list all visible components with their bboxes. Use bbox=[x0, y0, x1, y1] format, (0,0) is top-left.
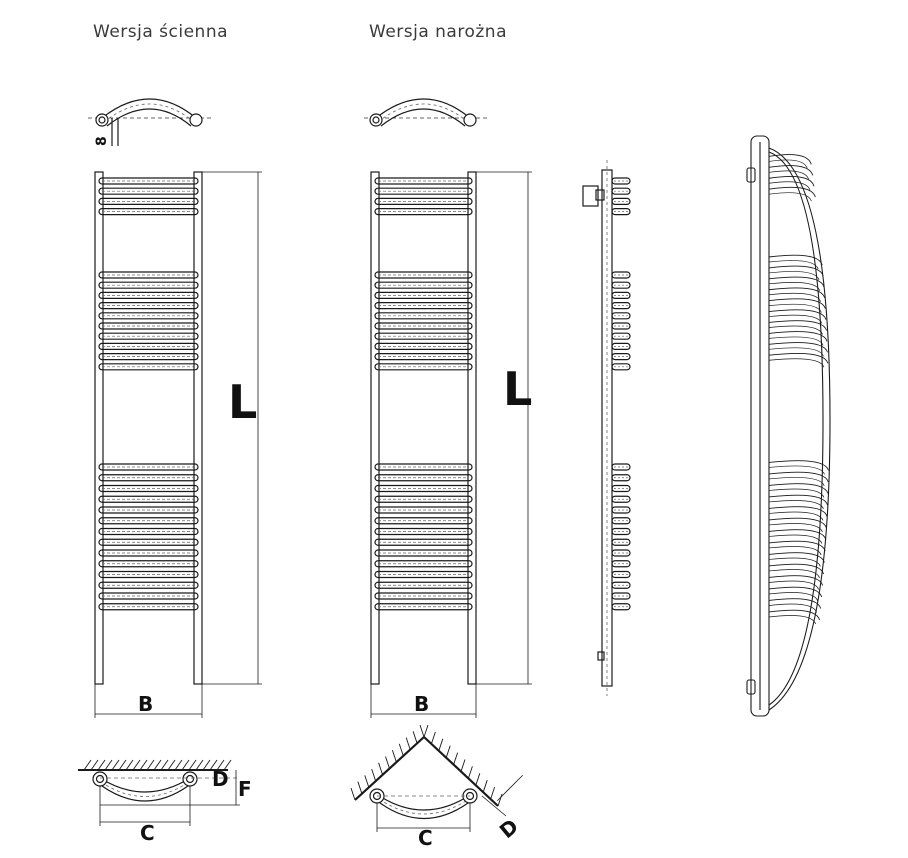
rung bbox=[98, 603, 199, 611]
rung bbox=[374, 322, 473, 330]
rung bbox=[374, 506, 473, 514]
rung bbox=[374, 527, 473, 536]
rung bbox=[374, 517, 473, 525]
rung bbox=[374, 538, 473, 546]
rung bbox=[98, 342, 199, 350]
rung bbox=[374, 312, 473, 320]
side-view bbox=[582, 160, 631, 696]
rung bbox=[98, 560, 199, 568]
wall-length-label: L bbox=[228, 375, 257, 429]
rung bbox=[374, 603, 473, 611]
rung bbox=[374, 302, 473, 310]
rung bbox=[98, 474, 199, 482]
rung bbox=[98, 177, 199, 185]
wall-front-view bbox=[94, 171, 262, 718]
rung bbox=[98, 570, 199, 579]
rung bbox=[98, 271, 199, 279]
rung bbox=[374, 560, 473, 568]
wall-rungs bbox=[98, 177, 199, 611]
corner-length-label: L bbox=[503, 362, 532, 416]
rung bbox=[98, 484, 199, 493]
corner-distance-label: D bbox=[495, 814, 523, 843]
perspective-view bbox=[746, 135, 831, 717]
rung bbox=[374, 177, 473, 185]
rung bbox=[98, 527, 199, 536]
rung bbox=[374, 570, 473, 579]
corner-spacing-label: C bbox=[418, 826, 433, 850]
rung bbox=[374, 353, 473, 361]
rung bbox=[374, 271, 473, 279]
wall-distance-label: D bbox=[212, 767, 229, 791]
rung bbox=[98, 538, 199, 546]
rung bbox=[98, 517, 199, 525]
rung bbox=[98, 291, 199, 299]
rung bbox=[374, 281, 473, 289]
rung bbox=[98, 322, 199, 330]
rung bbox=[374, 332, 473, 340]
rung bbox=[374, 592, 473, 600]
pipe-diameter-label: 8 bbox=[94, 136, 110, 146]
rung bbox=[374, 549, 473, 557]
rung bbox=[374, 197, 473, 205]
rung bbox=[374, 474, 473, 482]
rung bbox=[374, 363, 473, 371]
rung bbox=[98, 187, 199, 195]
rung bbox=[98, 332, 199, 340]
corner-plan-view bbox=[350, 724, 524, 832]
rung bbox=[98, 363, 199, 371]
wall-width-label: B bbox=[138, 692, 153, 716]
rung bbox=[374, 581, 473, 589]
wall-spacing-label: C bbox=[140, 821, 155, 845]
rung bbox=[98, 197, 199, 205]
corner-front-view bbox=[370, 171, 532, 718]
rung bbox=[98, 353, 199, 361]
wall-plan-view bbox=[78, 759, 240, 826]
corner-width-label: B bbox=[414, 692, 429, 716]
rung bbox=[98, 463, 199, 471]
rung bbox=[374, 208, 473, 216]
rung bbox=[98, 549, 199, 557]
rung bbox=[98, 495, 199, 503]
rung bbox=[98, 208, 199, 216]
rung bbox=[374, 463, 473, 471]
rung bbox=[374, 342, 473, 350]
rung bbox=[98, 581, 199, 589]
rung bbox=[374, 484, 473, 493]
rung bbox=[374, 187, 473, 195]
caption-wall-version: Wersja ścienna bbox=[93, 22, 229, 42]
rung bbox=[98, 592, 199, 600]
rung bbox=[98, 302, 199, 310]
depth-label: F bbox=[238, 777, 252, 801]
corner-top-view bbox=[364, 98, 488, 127]
rung bbox=[98, 281, 199, 289]
wall-top-view bbox=[88, 98, 212, 146]
rung bbox=[98, 506, 199, 514]
rung bbox=[98, 312, 199, 320]
rung bbox=[374, 291, 473, 299]
caption-corner-version: Wersja narożna bbox=[369, 22, 507, 42]
rung bbox=[374, 495, 473, 503]
corner-rungs bbox=[374, 177, 473, 611]
